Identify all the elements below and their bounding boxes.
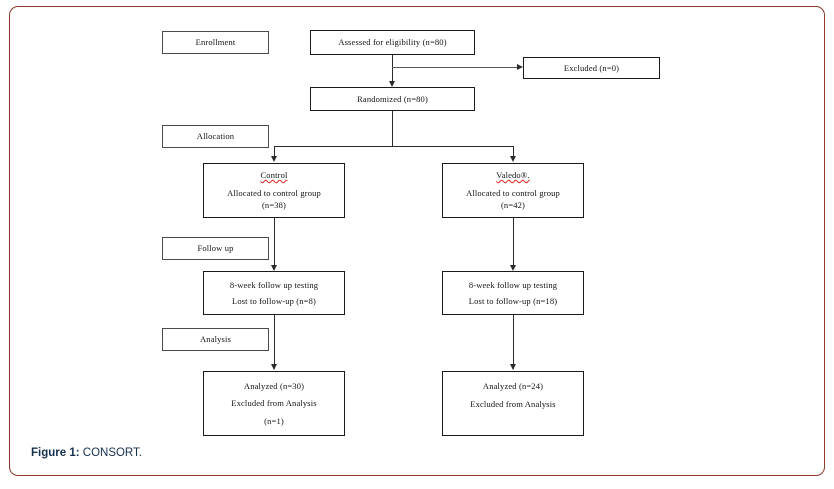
stage-label-allocation-text: Allocation [196,131,235,142]
node-control-allocation-line2: (n=38) [261,200,287,211]
arrowhead-control-allocation-to-followup [270,265,277,271]
connector-control-allocation-to-followup [274,218,275,269]
arrowhead-valedo-followup-to-analysis [509,364,516,370]
node-randomized: Randomized (n=80) [310,87,475,111]
stage-label-follow-up-text: Follow up [197,243,234,254]
connector-valedo-allocation-to-followup [513,218,514,269]
connector-control-followup-to-analysis [274,315,275,369]
connector-assessed-to-excluded [392,67,520,68]
node-randomized-text: Randomized (n=80) [357,93,428,104]
node-control-followup-line2: Lost to follow-up (n=8) [231,295,317,306]
node-control-analysis-line3: (n=1) [264,415,284,426]
node-excluded: Excluded (n=0) [523,57,660,79]
node-valedo-allocation-title: Valedo®. [443,170,583,181]
arrowhead-randomized-to-control [270,156,277,162]
node-assessed-text: Assessed for eligibility (n=80) [338,37,447,48]
stage-label-analysis-text: Analysis [200,334,231,345]
arrowhead-assessed-to-randomized [388,81,395,87]
figure-caption-label: Figure 1: [31,447,80,459]
node-valedo-allocation: Valedo®. Allocated to control group (n=4… [442,163,584,218]
node-assessed-for-eligibility: Assessed for eligibility (n=80) [310,30,475,55]
connector-randomized-to-control [274,146,275,159]
connector-valedo-followup-to-analysis [513,315,514,369]
node-control-followup: 8-week follow up testing Lost to follow-… [203,271,345,315]
node-valedo-followup: 8-week follow up testing Lost to follow-… [442,271,584,315]
figure-caption: Figure 1: CONSORT. [31,447,142,459]
connector-randomized-split-bar [274,146,514,147]
node-valedo-allocation-line1: Allocated to control group [466,187,560,198]
stage-label-enrollment-text: Enrollment [195,37,236,48]
figure-caption-text: CONSORT. [82,447,142,459]
stage-label-enrollment: Enrollment [162,31,269,54]
connector-randomized-to-valedo [513,146,514,159]
stage-label-follow-up: Follow up [162,237,269,260]
arrowhead-assessed-to-excluded [517,63,523,70]
arrowhead-randomized-to-valedo [509,156,516,162]
node-excluded-text: Excluded (n=0) [563,62,620,73]
node-control-allocation-title-text: Control [260,170,288,181]
node-control-allocation-title: Control [204,170,344,181]
node-control-allocation: Control Allocated to control group (n=38… [203,163,345,218]
node-valedo-followup-line1: 8-week follow up testing [468,279,558,290]
stage-label-analysis: Analysis [162,328,269,351]
node-control-followup-line1: 8-week follow up testing [229,279,319,290]
node-valedo-allocation-line2: (n=42) [500,200,526,211]
node-control-allocation-line1: Allocated to control group [227,187,321,198]
node-valedo-analysis-line1: Analyzed (n=24) [482,381,544,391]
node-valedo-followup-line2: Lost to follow-up (n=18) [468,295,558,306]
node-valedo-allocation-title-text: Valedo®. [496,170,530,181]
node-control-analysis: Analyzed (n=30) Excluded from Analysis (… [203,371,345,436]
arrowhead-control-followup-to-analysis [270,364,277,370]
node-control-analysis-line2: Excluded from Analysis [231,398,317,409]
node-valedo-analysis: Analyzed (n=24) Excluded from Analysis [442,371,584,436]
node-control-analysis-line1: Analyzed (n=30) [243,380,305,391]
node-valedo-analysis-line2: Excluded from Analysis [470,398,556,409]
connector-assessed-to-randomized [392,55,393,85]
stage-label-allocation: Allocation [162,125,269,148]
arrowhead-valedo-allocation-to-followup [509,265,516,271]
connector-randomized-stem [392,111,393,147]
